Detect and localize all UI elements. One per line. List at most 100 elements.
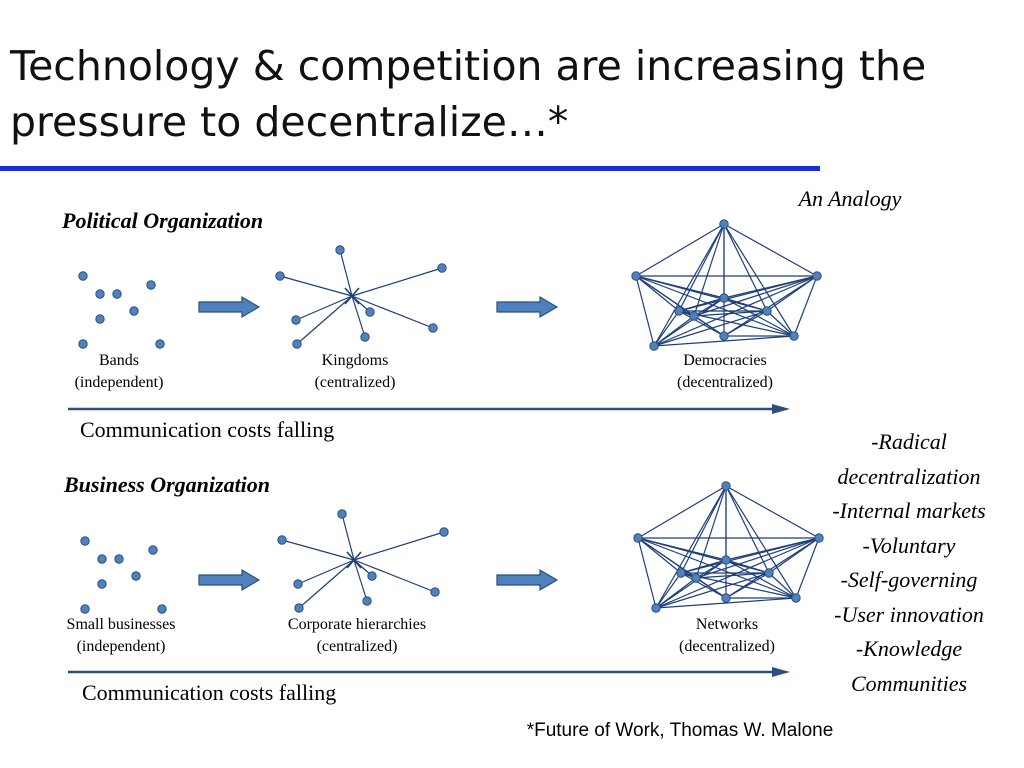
node-dot bbox=[291, 315, 301, 325]
timeline-arrowhead bbox=[772, 404, 790, 414]
edge-line bbox=[680, 572, 727, 599]
political-stage3-name: Democracies bbox=[683, 352, 767, 369]
edge-line bbox=[637, 537, 797, 599]
edge-line bbox=[693, 223, 725, 317]
node-dot bbox=[791, 593, 801, 603]
title-rule bbox=[0, 166, 820, 171]
node-dot bbox=[674, 306, 684, 316]
node-dot bbox=[764, 568, 774, 578]
node-dot bbox=[277, 535, 287, 545]
business-stage2-note: (centralized) bbox=[316, 638, 398, 655]
edge-line bbox=[795, 537, 820, 599]
node-dot bbox=[439, 527, 449, 537]
edge-line bbox=[723, 310, 768, 337]
business-stage1-name: Small businesses bbox=[66, 616, 176, 633]
node-dot bbox=[719, 293, 729, 303]
block-arrow-shape bbox=[198, 568, 261, 592]
political-timeline-label: Communication costs falling bbox=[80, 417, 335, 442]
political-kingdoms-diagram bbox=[275, 245, 447, 349]
edge-line bbox=[655, 597, 797, 609]
node-dot bbox=[814, 533, 824, 543]
business-stage3-name: Networks bbox=[695, 616, 759, 633]
edge-line bbox=[653, 310, 768, 347]
node-dot bbox=[721, 593, 731, 603]
edge-line bbox=[723, 275, 818, 337]
list-item: -Self-governing bbox=[840, 567, 978, 592]
edge-line bbox=[723, 297, 795, 337]
node-dot bbox=[430, 587, 440, 597]
edge-line bbox=[723, 223, 768, 312]
edge-line bbox=[351, 295, 434, 329]
node-dot bbox=[112, 289, 122, 299]
edge-line bbox=[635, 275, 655, 347]
timeline-arrowhead bbox=[772, 667, 790, 677]
node-dot bbox=[365, 307, 375, 317]
edge-line bbox=[637, 537, 682, 574]
edge-line bbox=[678, 223, 725, 312]
node-dot bbox=[633, 533, 643, 543]
edge-line bbox=[637, 537, 727, 561]
node-dot bbox=[148, 545, 158, 555]
business-stage-arrow-2-icon bbox=[496, 568, 559, 592]
node-dot bbox=[367, 571, 377, 581]
node-dot bbox=[428, 323, 438, 333]
edge-line bbox=[725, 572, 770, 599]
node-dot bbox=[114, 554, 124, 564]
edge-line bbox=[695, 485, 727, 579]
edge-line bbox=[693, 310, 768, 317]
edge-line bbox=[635, 275, 725, 299]
edge-line bbox=[723, 297, 768, 312]
edge-line bbox=[295, 295, 353, 321]
node-dot bbox=[80, 536, 90, 546]
edge-line bbox=[655, 577, 697, 609]
political-stage2-caption: Kingdoms (centralized) bbox=[280, 350, 430, 394]
node-dot bbox=[131, 571, 141, 581]
node-dot bbox=[721, 481, 731, 491]
node-dot bbox=[129, 306, 139, 316]
node-dot bbox=[812, 271, 822, 281]
block-arrow-shape bbox=[496, 568, 559, 592]
edge-line bbox=[725, 485, 820, 539]
node-dot bbox=[78, 339, 88, 349]
decentralization-benefits-list: -Radical decentralization -Internal mark… bbox=[806, 425, 1012, 701]
political-stage2-name: Kingdoms bbox=[321, 352, 389, 369]
edge-line bbox=[298, 559, 355, 609]
node-dot bbox=[275, 271, 285, 281]
edge-line bbox=[768, 572, 797, 599]
edge-line bbox=[695, 577, 727, 599]
node-dot bbox=[762, 306, 772, 316]
node-dot bbox=[631, 271, 641, 281]
business-stage1-note: (independent) bbox=[76, 638, 166, 655]
edge-line bbox=[279, 275, 353, 297]
edge-line bbox=[695, 537, 820, 579]
slide-title: Technology & competition are increasing … bbox=[10, 42, 927, 146]
node-dot bbox=[721, 555, 731, 565]
edge-line bbox=[693, 297, 725, 317]
node-dot bbox=[97, 579, 107, 589]
business-networks-diagram bbox=[633, 481, 824, 613]
edge-line bbox=[723, 275, 818, 299]
node-dot bbox=[335, 245, 345, 255]
political-stage1-note: (independent) bbox=[74, 374, 164, 391]
node-dot bbox=[294, 603, 304, 613]
edge-line bbox=[637, 485, 727, 539]
edge-line bbox=[653, 297, 725, 347]
node-dot bbox=[691, 573, 701, 583]
node-dot bbox=[360, 332, 370, 342]
node-dot bbox=[78, 271, 88, 281]
edge-line bbox=[693, 275, 818, 317]
node-dot bbox=[437, 263, 447, 273]
business-stage2-name: Corporate hierarchies bbox=[287, 616, 427, 633]
node-dot bbox=[95, 314, 105, 324]
node-dot bbox=[719, 219, 729, 229]
political-section-title: Political Organization bbox=[62, 208, 264, 233]
edge-line bbox=[678, 310, 725, 337]
node-dot bbox=[689, 311, 699, 321]
business-stage3-caption: Networks (decentralized) bbox=[652, 614, 802, 658]
node-dot bbox=[97, 554, 107, 564]
political-stage1-caption: Bands (independent) bbox=[44, 350, 194, 394]
edge-line bbox=[723, 223, 795, 337]
political-democracies-diagram bbox=[631, 219, 822, 351]
edge-line bbox=[725, 559, 797, 599]
node-dot bbox=[155, 339, 165, 349]
